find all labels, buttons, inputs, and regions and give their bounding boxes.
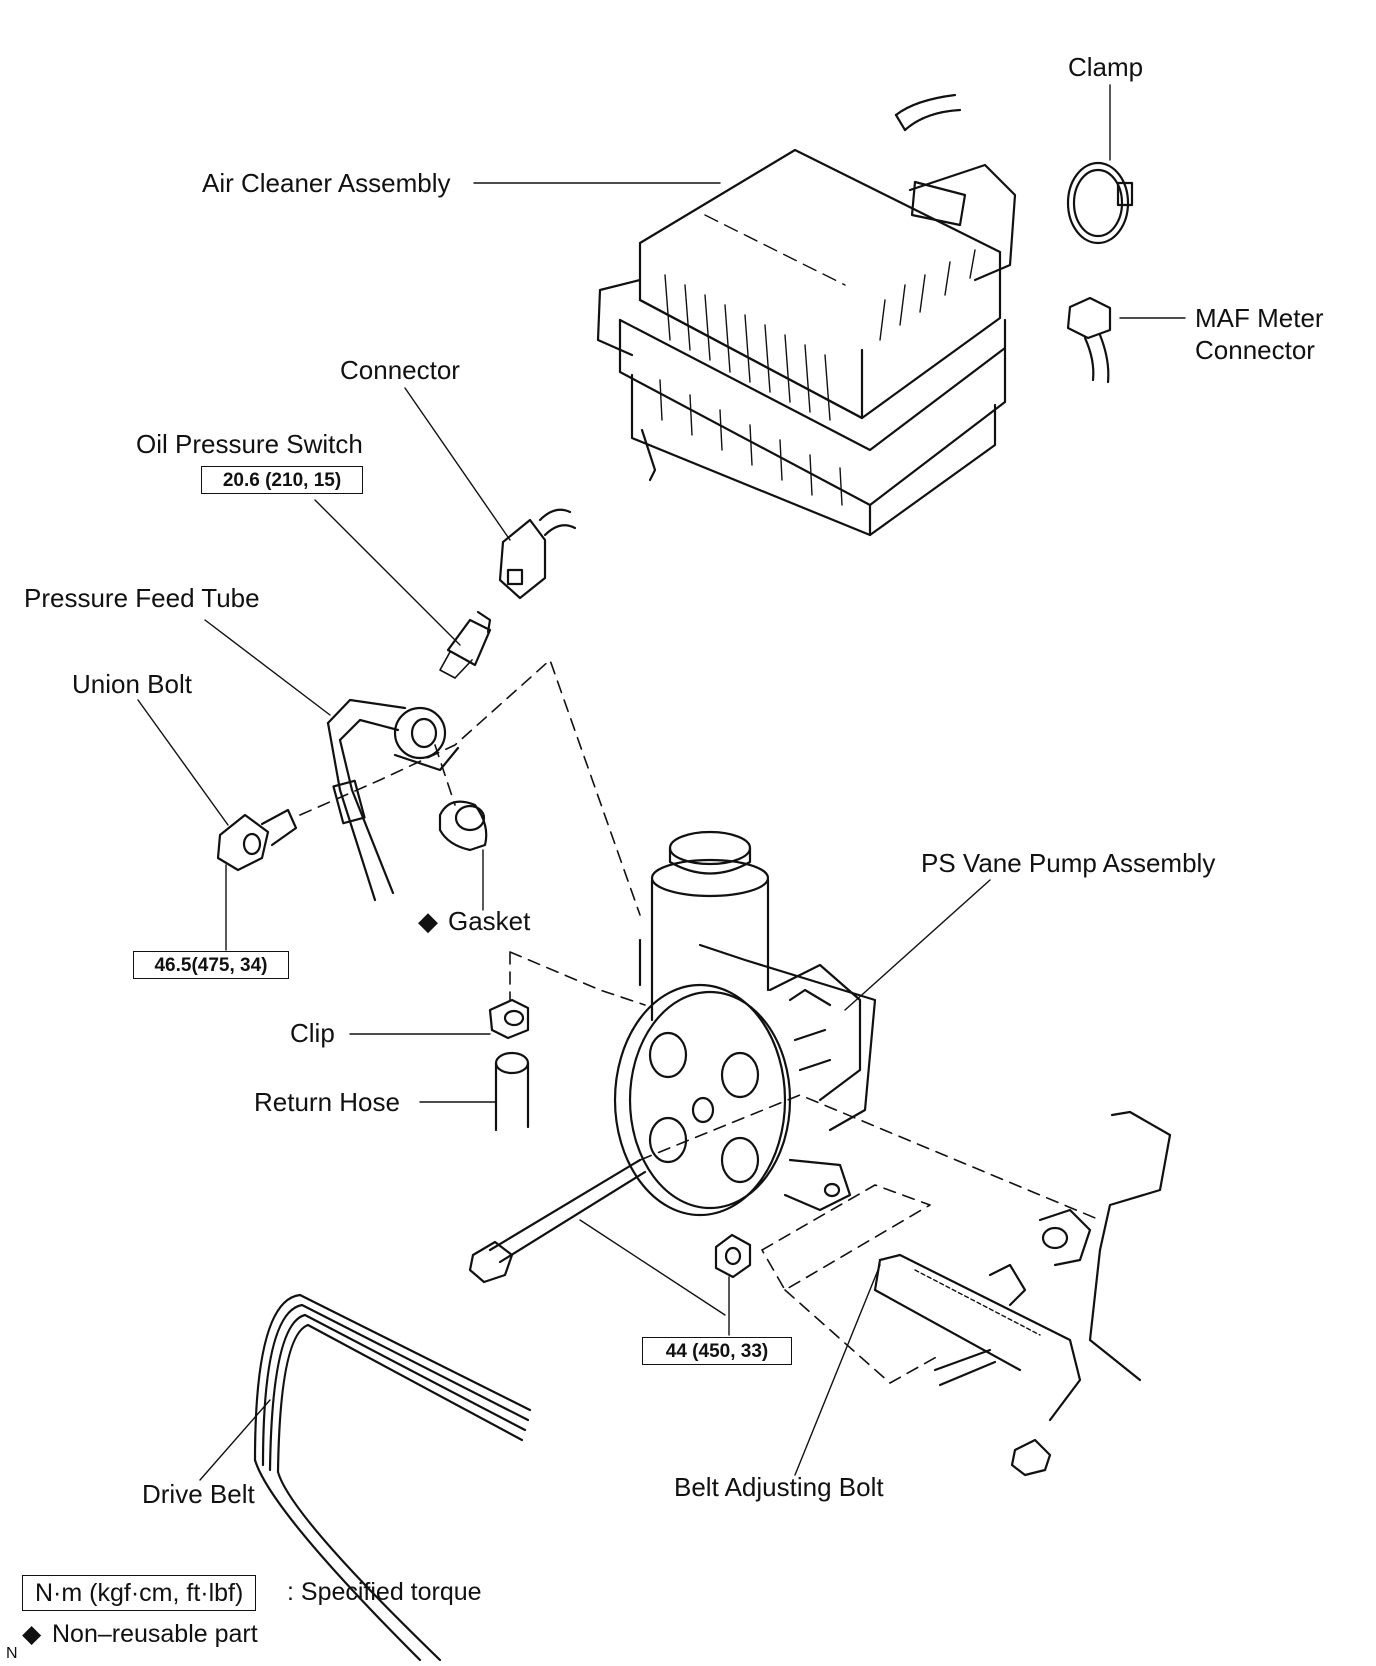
dashed-line-adjust xyxy=(784,1289,941,1384)
label-maf-connector: Connector xyxy=(1195,335,1315,365)
leader-ps-pump xyxy=(844,879,991,1011)
leader-oil-pressure-switch xyxy=(314,499,461,646)
return-hose-drawing xyxy=(494,1051,530,1132)
leader-drive-belt xyxy=(199,1399,271,1481)
label-pressure-feed-tube: Pressure Feed Tube xyxy=(24,583,260,613)
label-clamp: Clamp xyxy=(1068,52,1144,82)
torque-pump-bolt: 44 (450, 33) xyxy=(642,1337,792,1365)
pressure-feed-tube-drawing xyxy=(326,698,460,902)
label-connector: Connector xyxy=(340,355,460,385)
gasket-marker: ◆ xyxy=(418,906,438,936)
torque-oil-pressure-switch: 20.6 (210, 15) xyxy=(201,466,363,494)
label-oil-pressure-switch: Oil Pressure Switch xyxy=(136,429,363,459)
leader-belt-adjusting-bolt xyxy=(794,1264,881,1476)
label-drive-belt: Drive Belt xyxy=(142,1479,255,1509)
leader-pressure-feed-tube xyxy=(204,619,331,716)
oil-connector-drawing xyxy=(498,508,577,600)
label-belt-adjusting-bolt: Belt Adjusting Bolt xyxy=(674,1472,884,1502)
ps-vane-pump-drawing xyxy=(613,830,877,1217)
maf-connector-drawing xyxy=(1066,296,1112,384)
bracket-drawing xyxy=(873,1110,1172,1477)
label-air-cleaner-assembly: Air Cleaner Assembly xyxy=(202,168,451,198)
leader-connector xyxy=(404,387,511,541)
pump-bolt-drawing xyxy=(468,1158,647,1284)
clip-drawing xyxy=(488,998,530,1040)
corner-mark: N xyxy=(6,1645,18,1662)
nut-drawing xyxy=(714,1233,752,1279)
dashed-line-pump-bracket xyxy=(639,1094,1101,1221)
oil-pressure-switch-drawing xyxy=(439,610,492,679)
legend-torque-text: : Specified torque xyxy=(287,1578,482,1606)
legend-non-reusable-text: Non–reusable part xyxy=(52,1620,258,1648)
clamp-drawing xyxy=(1066,161,1134,245)
label-return-hose: Return Hose xyxy=(254,1087,400,1117)
label-union-bolt: Union Bolt xyxy=(72,669,192,699)
leader-pump-bolt xyxy=(579,1219,726,1316)
air-cleaner-assembly-drawing xyxy=(596,93,1017,537)
label-maf-meter: MAF Meter xyxy=(1195,303,1324,333)
torque-union-bolt: 46.5(475, 34) xyxy=(133,951,289,979)
gasket-drawing xyxy=(438,800,488,852)
label-clip: Clip xyxy=(290,1018,335,1048)
union-bolt-drawing xyxy=(216,808,298,872)
dashed-line-union-bolt xyxy=(299,659,641,916)
dashed-line-clip xyxy=(509,951,646,1006)
dashed-line-gasket xyxy=(434,744,456,806)
legend-non-reusable-symbol: ◆ xyxy=(22,1620,42,1648)
label-ps-vane-pump-assembly: PS Vane Pump Assembly xyxy=(921,848,1216,878)
label-gasket: Gasket xyxy=(448,906,531,936)
dashed-box-nut xyxy=(761,1184,931,1291)
legend-torque-unit-box: N·m (kgf·cm, ft·lbf) xyxy=(22,1575,257,1611)
leader-union-bolt xyxy=(137,699,229,826)
drive-belt-drawing xyxy=(253,1293,532,1662)
